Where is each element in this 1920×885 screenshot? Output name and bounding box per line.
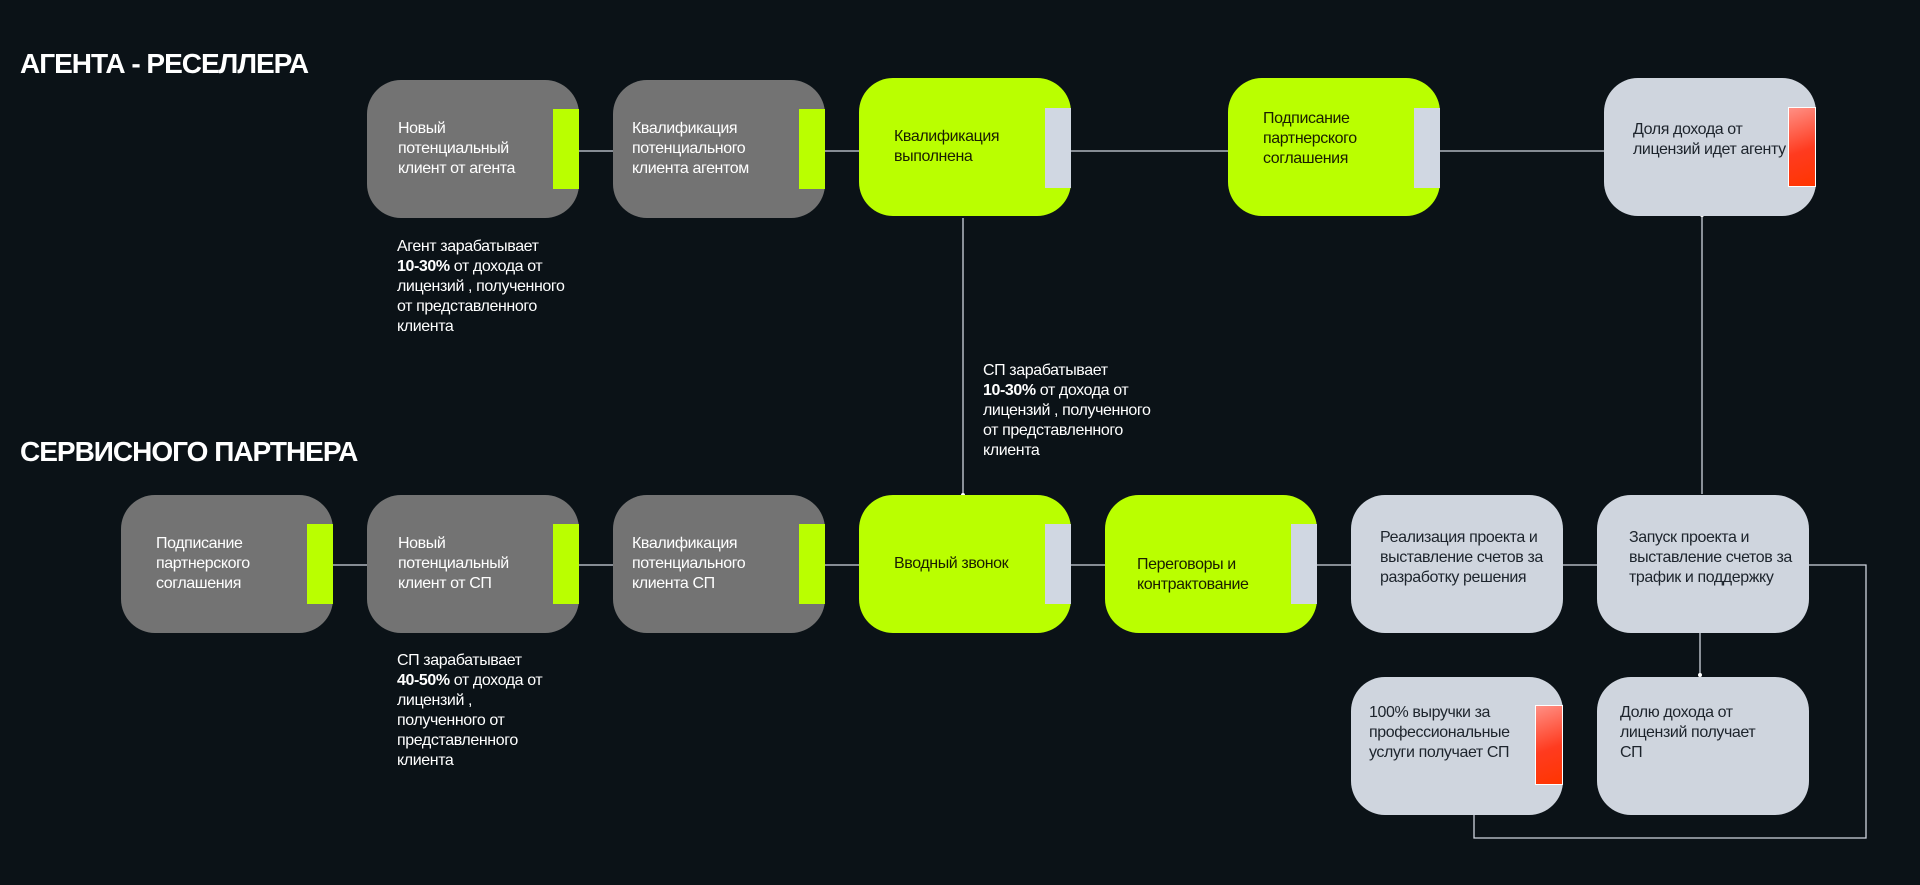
agent-qualification-label: Квалификация потенциального клиента аген… [632, 120, 749, 177]
note-prefix: СП зарабатывает [983, 362, 1108, 379]
agent-signing-label: Подписание партнерского соглашения [1263, 110, 1357, 167]
partner-intro-call-label: Вводный звонок [894, 555, 1009, 572]
note-rest: от дохода от лицензий , полученного от п… [397, 672, 543, 769]
partner-signing-node: Подписание партнерского соглашения [121, 495, 333, 633]
node-tab [1535, 705, 1563, 785]
node-tab [1414, 108, 1440, 188]
agent-new-client-label: Новый потенциальный клиент от агента [398, 120, 516, 177]
partner-section-title: СЕРВИСНОГО ПАРТНЕРА [20, 436, 358, 467]
partner-launch-label: Запуск проекта и выставление счетов за т… [1629, 529, 1792, 586]
agent-new-client-node: Новый потенциальный клиент от агента [367, 80, 579, 218]
node-tab [1045, 108, 1071, 188]
node-tab [1045, 524, 1071, 604]
agent-revenue-share-node: Доля дохода от лицензий идет агенту [1604, 78, 1816, 216]
agent-qualified-label: Квалификация выполнена [894, 128, 1000, 165]
node-tab [553, 109, 579, 189]
partner-qualification-node: Квалификация потенциального клиента СП [613, 495, 825, 633]
node-tab [1291, 524, 1317, 604]
note-prefix: Агент зарабатывает [397, 238, 539, 255]
note-percent: 40-50% [397, 672, 450, 689]
node-tab [1788, 107, 1816, 187]
partner-negotiation-node: Переговоры и контрактование [1105, 495, 1317, 633]
node-tab [799, 524, 825, 604]
agent-signing-node: Подписание партнерского соглашения [1228, 78, 1440, 216]
partner-negotiation-label: Переговоры и контрактование [1137, 556, 1249, 593]
note-percent: 10-30% [983, 382, 1036, 399]
partner-intro-call-node: Вводный звонок [859, 495, 1071, 633]
partner-signing-label: Подписание партнерского соглашения [156, 535, 250, 592]
partner-earnings-note: СП зарабатывает 40-50% от дохода от лице… [397, 651, 557, 771]
note-percent: 10-30% [397, 258, 450, 275]
partner-implementation-node: Реализация проекта и выставление счетов … [1351, 495, 1563, 633]
partner-services-revenue-label: 100% выручки за профессиональные услуги … [1369, 704, 1510, 761]
partner-new-client-label: Новый потенциальный клиент от СП [398, 535, 509, 592]
partner-qualification-label: Квалификация потенциального клиента СП [632, 535, 746, 592]
agent-qualification-node: Квалификация потенциального клиента аген… [613, 80, 825, 218]
partner-license-share-label: Долю дохода от лицензий получает СП [1620, 704, 1756, 761]
note-rest: от дохода от лицензий , полученного от п… [983, 382, 1151, 459]
partner-launch-node: Запуск проекта и выставление счетов за т… [1597, 495, 1809, 633]
partner-license-share-node: Долю дохода от лицензий получает СП [1597, 677, 1809, 815]
note-prefix: СП зарабатывает [397, 652, 522, 669]
partner-services-revenue-node: 100% выручки за профессиональные услуги … [1351, 677, 1563, 815]
partner-new-client-node: Новый потенциальный клиент от СП [367, 495, 579, 633]
node-tab [799, 109, 825, 189]
agent-earnings-note: Агент зарабатывает 10-30% от дохода от л… [397, 237, 582, 337]
node-tab [553, 524, 579, 604]
node-tab [307, 524, 333, 604]
note-rest: от дохода от лицензий , полученного от п… [397, 258, 565, 335]
agent-section-title: АГЕНТА - РЕСЕЛЛЕРА [20, 48, 309, 79]
agent-revenue-share-label: Доля дохода от лицензий идет агенту [1633, 121, 1786, 158]
middle-earnings-note: СП зарабатывает 10-30% от дохода от лице… [983, 361, 1168, 461]
agent-qualified-node: Квалификация выполнена [859, 78, 1071, 216]
partner-implementation-label: Реализация проекта и выставление счетов … [1380, 529, 1543, 586]
